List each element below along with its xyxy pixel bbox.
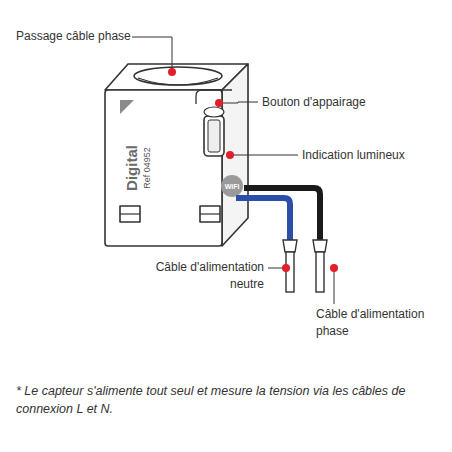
ferrule-collar — [283, 240, 297, 252]
callout-label: Passage câble phase — [16, 28, 131, 45]
ferrule-pin — [286, 252, 294, 292]
ferrule-pin — [316, 252, 324, 292]
brand-mark — [120, 100, 134, 114]
callout-label: Câble d'alimentation phase — [316, 306, 442, 341]
cable-hole — [134, 67, 222, 85]
leader-line — [230, 155, 298, 156]
callout-dot — [226, 151, 234, 159]
leader-line — [334, 268, 335, 304]
callout-label: Indication lumineux — [302, 147, 405, 164]
reference-text: Ref 04952 — [143, 147, 152, 189]
pairing-button — [204, 116, 224, 156]
callout-dot — [282, 264, 290, 272]
brand-text: Digital — [124, 145, 139, 191]
wifi-text: WiFi — [225, 183, 240, 190]
neutral-cable — [236, 198, 290, 240]
terminal-clip — [120, 206, 140, 222]
leader-line — [219, 102, 258, 103]
ferrule-collar — [313, 240, 327, 252]
footnote: * Le capteur s'alimente tout seul et mes… — [16, 382, 436, 418]
leader-line — [132, 37, 172, 70]
callout-label: Câble d'alimentation neutre — [134, 259, 264, 294]
callout-label: Bouton d'appairage — [262, 94, 366, 111]
phase-cable — [244, 188, 320, 240]
callout-dot — [168, 68, 176, 76]
terminal-clip — [200, 206, 220, 222]
callout-dot — [215, 99, 223, 107]
callout-dot — [330, 264, 338, 272]
wifi-badge — [221, 175, 243, 197]
